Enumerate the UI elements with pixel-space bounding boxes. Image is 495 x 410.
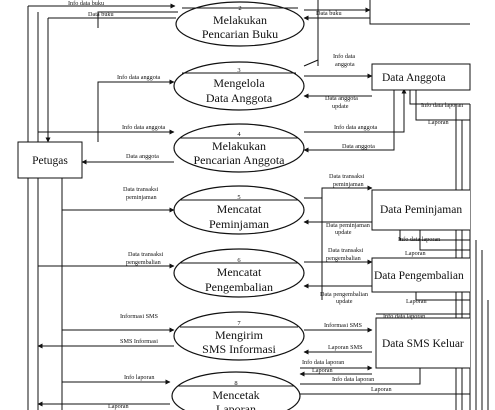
process-3-name-line1: Mengelola: [213, 76, 265, 90]
process-2-number: 2: [238, 5, 241, 12]
data-store-anggota[interactable]: Data Anggota: [371, 63, 471, 91]
process-8-name-line2: Laporan: [216, 402, 256, 410]
process-6-name-line2: Pengembalian: [205, 280, 273, 294]
process-7-name-line2: SMS Informasi: [202, 342, 276, 356]
process-3-name-line2: Data Anggota: [206, 91, 273, 105]
flow-label: Data anggota: [342, 143, 375, 150]
flow-label: pengembalian: [326, 255, 361, 262]
flow-label: Informasi SMS: [120, 313, 159, 320]
flow-label: Data transaksi: [328, 247, 364, 254]
flow-label: update: [335, 229, 352, 236]
process-2-name-line1: Melakukan: [213, 13, 267, 27]
process-7[interactable]: 7 Mengirim SMS Informasi: [173, 311, 305, 361]
process-6-name-line1: Mencatat: [217, 265, 262, 279]
flow-label: Laporan: [108, 403, 129, 410]
flow-label: Data pengembalian: [320, 291, 368, 298]
process-7-name-line1: Mengirim: [215, 328, 264, 342]
flow-label: Data buku: [88, 11, 114, 18]
process-4[interactable]: 4 Melakukan Pencarian Anggota: [173, 123, 305, 173]
flow-label: Laporan: [406, 298, 427, 305]
data-store-sms-keluar-label: Data SMS Keluar: [382, 338, 464, 350]
process-4-name-line1: Melakukan: [212, 139, 266, 153]
data-store-peminjaman[interactable]: Data Peminjaman: [371, 189, 470, 231]
flow-label: Data transaksi: [123, 186, 159, 193]
flow-label: Data transaksi: [329, 173, 365, 180]
flow-label: Info laporan: [124, 374, 154, 381]
flow-label: Info data laporan: [332, 376, 374, 383]
flow-label: SMS Informasi: [120, 338, 158, 345]
data-store-pengembalian[interactable]: Data Pengembalian: [371, 257, 470, 293]
flow-label: Data peminjaman: [326, 222, 370, 229]
data-store-anggota-label: Data Anggota: [382, 72, 446, 84]
flow-label: Data anggota: [325, 95, 358, 102]
flow-label: peminjaman: [333, 181, 364, 188]
flow-label: Data anggota: [126, 153, 159, 160]
process-2-name-line2: Pencarian Buku: [202, 27, 278, 41]
flow-label: pengembalian: [126, 259, 161, 266]
flow-label: Info data laporan: [383, 313, 425, 320]
flow-label: update: [336, 298, 353, 305]
flow-label: Info data: [333, 53, 355, 60]
flow-label: Informasi SMS: [324, 322, 363, 329]
flow-label: peminjaman: [126, 194, 157, 201]
flow-label: Laporan: [428, 119, 449, 126]
flow-labels: Info data buku Data buku Data buku Info …: [68, 0, 463, 410]
external-entity-petugas[interactable]: Petugas: [17, 141, 83, 179]
data-store-pengembalian-label: Data Pengembalian: [374, 270, 464, 282]
process-3[interactable]: 3 Mengelola Data Anggota: [173, 61, 305, 111]
data-store-peminjaman-label: Data Peminjaman: [380, 204, 462, 216]
process-4-name-line2: Pencarian Anggota: [194, 153, 286, 167]
flow-label: Info data laporan: [302, 359, 344, 366]
flow-label: Laporan: [371, 386, 392, 393]
external-entity-petugas-label: Petugas: [32, 155, 68, 167]
flow-label: Info data laporan: [398, 236, 440, 243]
flow-label: Info data laporan: [421, 102, 463, 109]
process-5[interactable]: 5 Mencatat Peminjaman: [173, 185, 305, 235]
process-5-number: 5: [237, 194, 240, 201]
process-8[interactable]: 8 Mencetak Laporan: [171, 371, 301, 410]
flow-label: Laporan: [312, 367, 333, 374]
process-8-name-line1: Mencetak: [212, 388, 259, 402]
flow-label: Laporan SMS: [328, 344, 363, 351]
process-8-number: 8: [234, 380, 237, 387]
process-3-number: 3: [237, 67, 240, 74]
data-store-sms-keluar[interactable]: Data SMS Keluar: [375, 317, 470, 369]
flow-label: Data transaksi: [128, 251, 164, 258]
process-4-number: 4: [237, 131, 241, 138]
flow-label: Info data buku: [68, 0, 104, 7]
flow-label: Laporan: [405, 250, 426, 257]
data-store-top: [369, 0, 470, 25]
flow-lines: [27, 0, 489, 410]
flow-label: Info data anggota: [117, 74, 161, 81]
process-2[interactable]: 2 Melakukan Pencarian Buku: [175, 1, 305, 47]
flow-label: Info data anggota: [334, 124, 378, 131]
process-6[interactable]: 6 Mencatat Pengembalian: [173, 248, 305, 298]
process-5-name-line1: Mencatat: [217, 202, 262, 216]
process-5-name-line2: Peminjaman: [209, 217, 269, 231]
process-7-number: 7: [237, 320, 241, 327]
flow-label: update: [332, 103, 349, 110]
flow-label: anggota: [335, 61, 355, 68]
process-6-number: 6: [237, 257, 241, 264]
flow-label: Info data anggota: [122, 124, 166, 131]
flow-label: Data buku: [316, 10, 342, 17]
